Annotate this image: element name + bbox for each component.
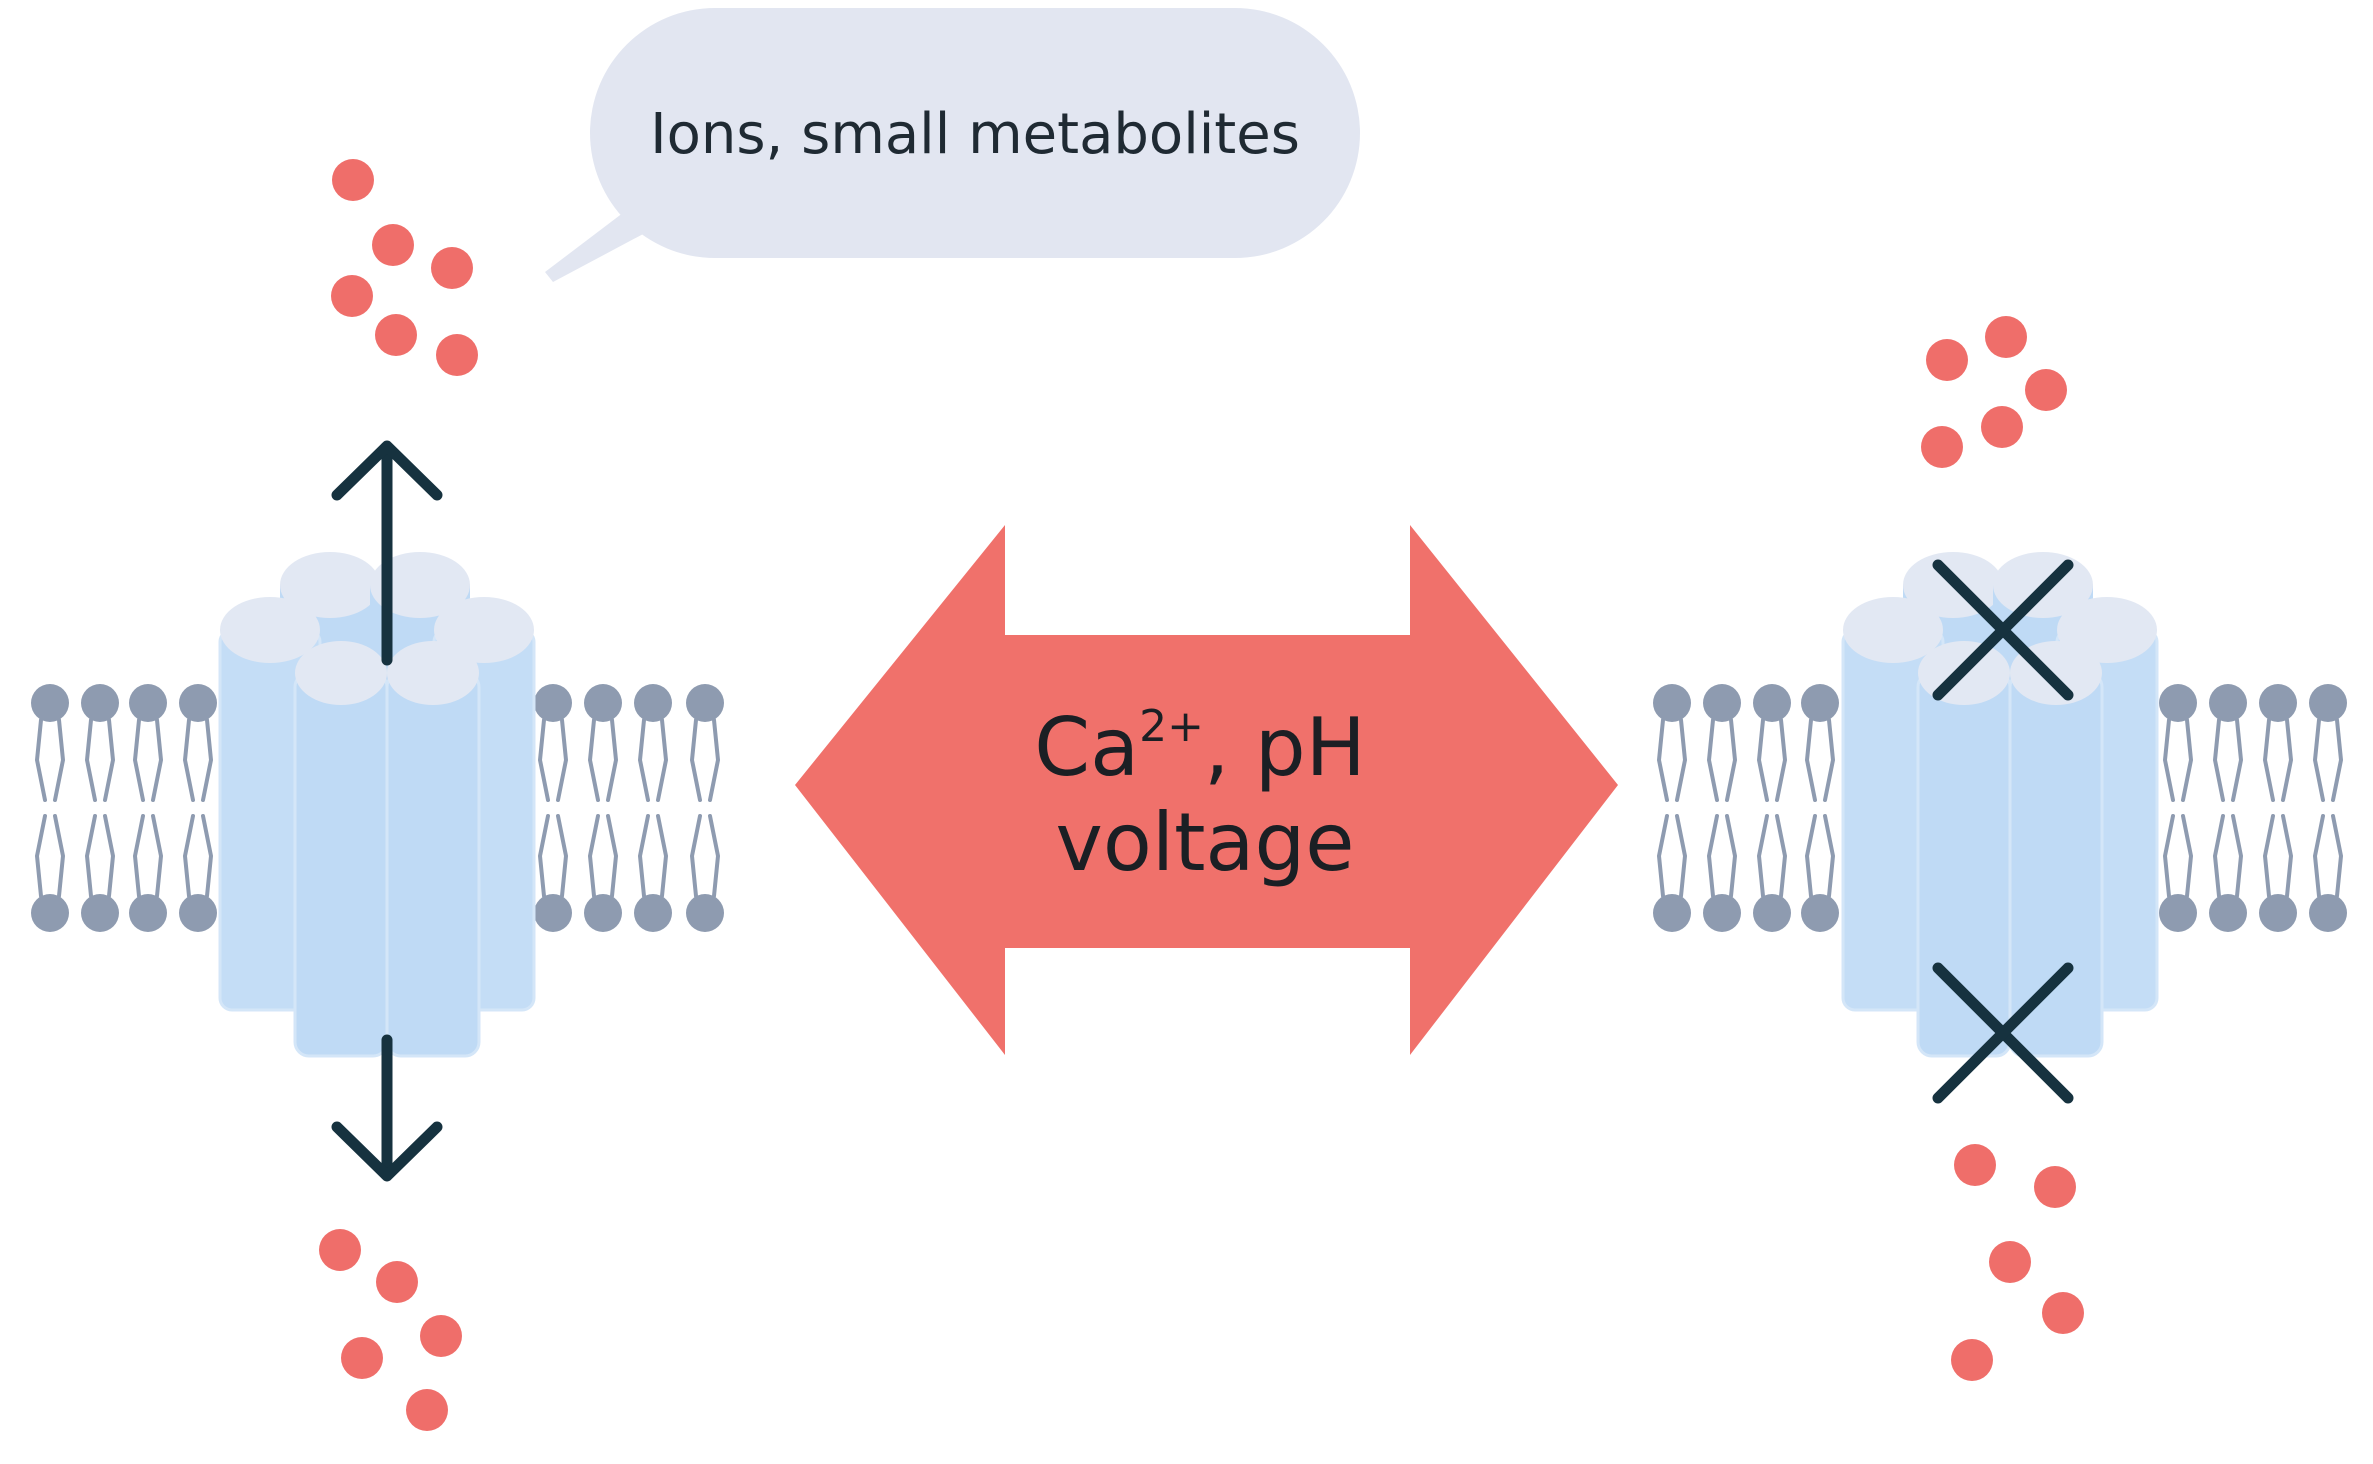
ion [1985,316,2027,358]
lipid [686,684,724,932]
ion [375,314,417,356]
ion [406,1389,448,1431]
left-transport-arrow [331,440,443,1182]
ion [1954,1144,1996,1186]
ion [2042,1292,2084,1334]
ion [319,1229,361,1271]
ion [331,275,373,317]
center-double-arrow: Ca2+, pH voltage [795,525,1618,1055]
lipid [1703,684,1741,932]
lipid [2209,684,2247,932]
blocked-bottom-x-icon [1932,962,2074,1104]
ion [1921,426,1963,468]
lipid [31,684,69,932]
ion [2025,369,2067,411]
right-membrane [1653,684,2347,932]
lipid [584,684,622,932]
ion [1989,1241,2031,1283]
left-membrane [31,684,724,932]
ion [1981,406,2023,448]
ion [332,159,374,201]
ion [1951,1339,1993,1381]
lipid [179,684,217,932]
ions-left-bottom [319,1229,462,1431]
ion [372,224,414,266]
lipid [2159,684,2197,932]
speech-bubble-body [590,8,1360,258]
lipid-bilayer-left [31,684,724,932]
ions-left-top [331,159,478,376]
arrow-label-line1: Ca2+, pH [1034,701,1366,794]
lipid [81,684,119,932]
channel-subunit [293,641,389,1058]
bubble-label: Ions, small metabolites [650,102,1300,167]
lipid [2259,684,2297,932]
double-arrow-shape [795,525,1618,1055]
ion [431,247,473,289]
lipid [534,684,572,932]
ion [1926,339,1968,381]
lipid [634,684,672,932]
left-channel-open [218,552,536,1058]
lipid [1653,684,1691,932]
arrow-label-line2: voltage [1056,796,1355,889]
lipid-bilayer-right [1653,684,2347,932]
blocked-top-x-icon [1932,559,2074,701]
ion [420,1315,462,1357]
ions-right-bottom [1951,1144,2084,1381]
channel-subunit [385,641,481,1058]
ions-right-top [1921,316,2067,468]
channel-subunit [2008,641,2104,1058]
speech-bubble: Ions, small metabolites [545,8,1360,282]
lipid [1753,684,1791,932]
lipid [2309,684,2347,932]
arrow-up-head-icon [331,440,443,501]
ion [341,1337,383,1379]
ion [436,334,478,376]
arrow-down-head-icon [331,1121,443,1182]
ion [376,1261,418,1303]
lipid [129,684,167,932]
lipid [1801,684,1839,932]
ion [2034,1166,2076,1208]
right-channel-closed [1841,552,2159,1058]
